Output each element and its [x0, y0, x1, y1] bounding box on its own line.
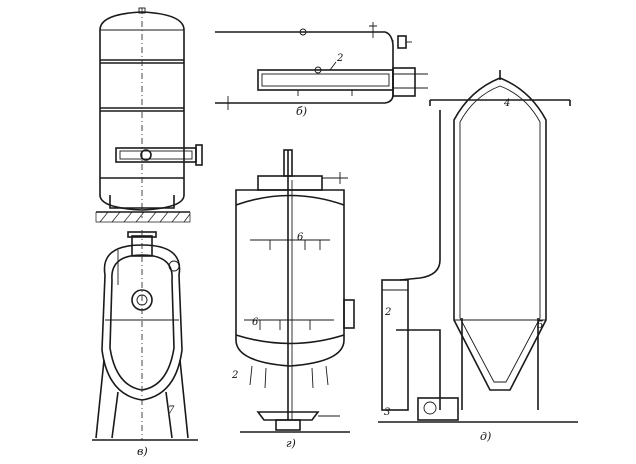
callout-d-5: 5 [537, 320, 543, 331]
callout-b-2: 2 [336, 53, 343, 64]
panel-v-jacketed-vessel: 7 в) [92, 230, 198, 458]
callout-v-7: 7 [168, 405, 175, 416]
panel-d-conical-fermenter: 4 2 3 5 д) [378, 70, 578, 443]
panel-label-v: в) [137, 445, 148, 458]
panel-a-vertical-tank [95, 7, 203, 223]
panel-b-horizontal-exchanger: 2 б) [215, 22, 428, 118]
callout-g-2: 2 [231, 370, 238, 381]
panel-g-stirred-reactor: 6 6 2 г) [231, 149, 355, 450]
panel-label-g: г) [286, 437, 296, 450]
callout-d-2: 2 [384, 307, 391, 318]
callout-g-6a: 6 [297, 232, 304, 243]
panel-label-d: д) [480, 430, 491, 443]
callout-d-3: 3 [384, 407, 390, 418]
panel-label-b: б) [296, 105, 307, 118]
callout-d-4: 4 [503, 98, 510, 109]
callout-g-6b: 6 [252, 317, 259, 328]
